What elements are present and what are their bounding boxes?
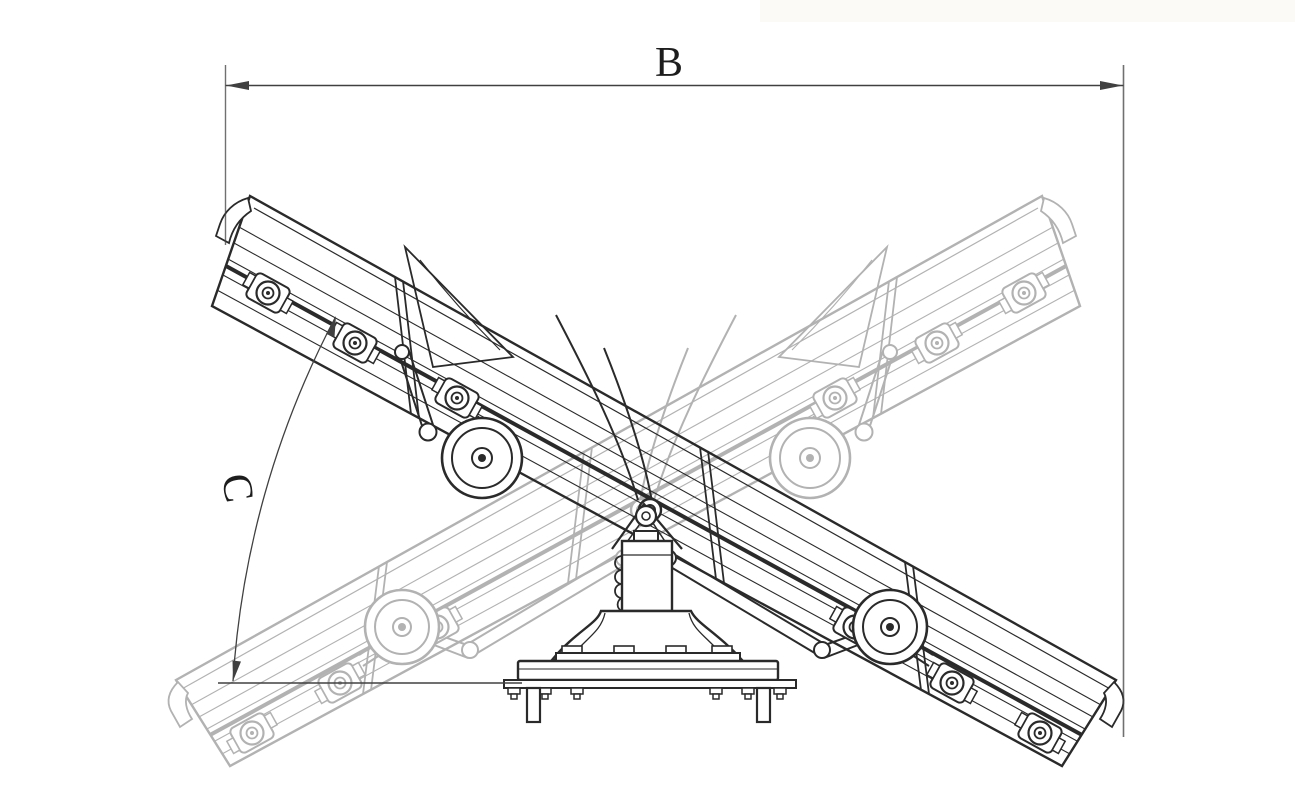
pedestal-leg-right xyxy=(755,686,772,724)
paper-tint xyxy=(760,0,1295,22)
pivot-pin xyxy=(634,504,658,528)
base-lip xyxy=(503,679,797,689)
dimension-C xyxy=(218,316,522,684)
pedestal-stand xyxy=(549,609,745,662)
dimension-label-C: C xyxy=(212,470,262,506)
center-pedestal xyxy=(503,502,797,724)
angle-arc xyxy=(232,317,336,682)
anchor-bolts xyxy=(507,687,787,700)
arc-arrowhead-bottom-icon xyxy=(232,660,241,681)
pedestal-leg-left xyxy=(525,686,542,724)
spring-coil xyxy=(614,555,623,612)
arrowhead-right-icon xyxy=(1100,81,1123,90)
dimension-B xyxy=(224,65,1125,737)
base-plate xyxy=(516,659,780,682)
dimension-label-B: B xyxy=(655,40,683,86)
pivot-yoke xyxy=(611,502,683,550)
actuator-box xyxy=(620,539,674,613)
arrowhead-left-icon xyxy=(226,81,249,90)
actuator-cap xyxy=(633,530,659,542)
arc-arrowhead-top-icon xyxy=(326,316,336,337)
